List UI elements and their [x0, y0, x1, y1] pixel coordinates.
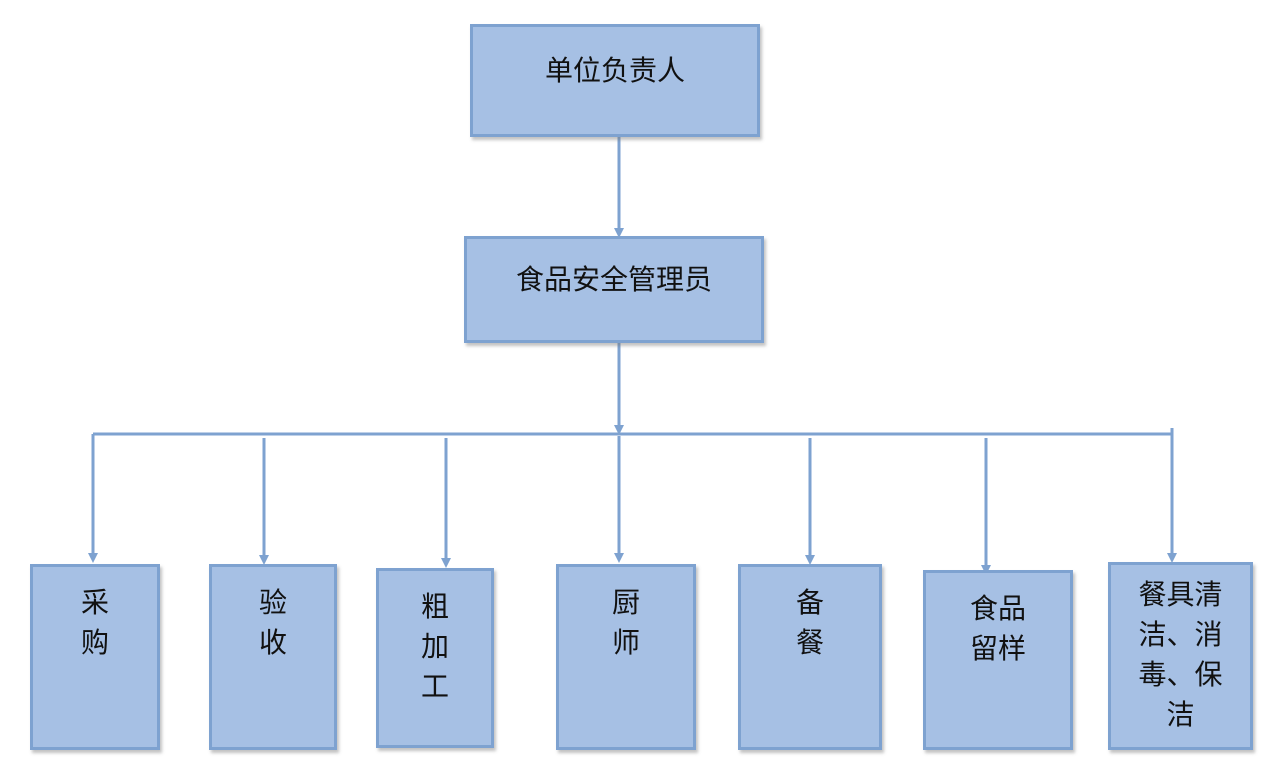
child-node-procurement: 采 购	[30, 564, 160, 750]
top-node-label: 单位负责人	[544, 53, 685, 87]
child-node-label: 食品 留样	[969, 592, 1026, 665]
child-node-rough-processing: 粗 加 工	[376, 568, 494, 748]
child-node-label: 备 餐	[795, 586, 824, 659]
child-node-inspection: 验 收	[209, 564, 337, 750]
child-node-meal-prep: 备 餐	[738, 564, 882, 750]
child-node-label: 验 收	[258, 586, 287, 659]
child-node-chef: 厨 师	[556, 564, 696, 750]
middle-node-label: 食品安全管理员	[515, 262, 712, 296]
child-node-label: 粗 加 工	[420, 590, 449, 703]
child-node-food-sampling: 食品 留样	[923, 570, 1073, 750]
child-node-tableware-cleaning: 餐具清 洁、消 毒、保 洁	[1108, 562, 1253, 750]
child-node-label: 餐具清 洁、消 毒、保 洁	[1138, 578, 1223, 731]
middle-node-box: 食品安全管理员	[464, 236, 764, 343]
child-node-label: 采 购	[80, 586, 109, 659]
child-node-label: 厨 师	[611, 586, 640, 659]
top-node-box: 单位负责人	[470, 24, 760, 137]
